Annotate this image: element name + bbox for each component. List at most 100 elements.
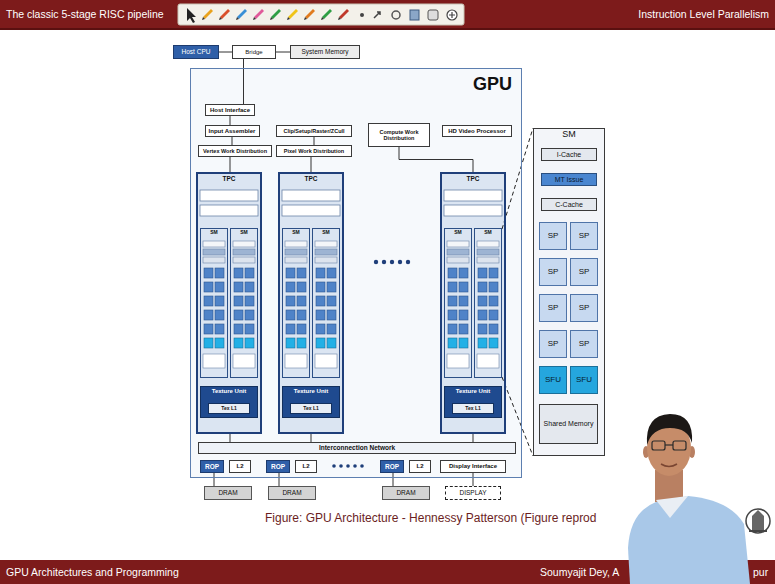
box-label: Input Assembler <box>208 128 257 135</box>
box-label: SM <box>453 230 463 236</box>
sm-core-grid <box>233 241 255 368</box>
sm-mini-box: SM <box>282 228 310 378</box>
presenter-video <box>665 444 673 445</box>
box-label: SP <box>578 232 591 241</box>
annotation-toolbar <box>219 9 230 20</box>
ellipsis-dots <box>353 464 357 468</box>
input-assembler-box: Input Assembler <box>205 125 260 137</box>
annotation-toolbar <box>338 9 349 20</box>
box-label: DISPLAY <box>459 489 488 496</box>
sp-core-box: SP <box>539 258 567 286</box>
tpc-cluster: TPC SM SM Texture UnitTex L1 <box>440 172 506 434</box>
sp-core-box: SP <box>570 222 598 250</box>
ellipsis-dots <box>346 464 350 468</box>
tpc-background <box>196 172 262 434</box>
box-label: Display Interface <box>448 463 498 470</box>
annotation-toolbar <box>447 10 457 20</box>
box-label: L2 <box>301 463 310 470</box>
annotation-toolbar <box>374 12 380 18</box>
presenter-credit: Soumyajit Dey, A <box>540 566 619 579</box>
vertex-work-distribution-box: Vertex Work Distribution <box>198 145 272 157</box>
dram-chip: DRAM <box>204 486 252 500</box>
presenter-video <box>673 441 686 450</box>
tpc-background <box>278 172 344 434</box>
annotation-toolbar <box>392 11 400 19</box>
box-label: Tex L1 <box>220 406 237 412</box>
sm-mini-box: SM <box>200 228 228 378</box>
interconnect-bar: Interconnection Network <box>198 442 516 454</box>
rop-box: ROP <box>200 460 224 473</box>
l2-cache-box: L2 <box>409 460 431 473</box>
box-label: SP <box>547 268 560 277</box>
instruction-cache-box: I-Cache <box>541 148 597 161</box>
compute-work-distribution-box: Compute Work Distribution <box>368 123 430 147</box>
box-label: ROP <box>270 463 286 470</box>
tpc-background <box>444 205 502 216</box>
tpc-background <box>282 190 340 201</box>
l2-cache-box: L2 <box>229 460 251 473</box>
annotation-toolbar <box>178 4 464 25</box>
connector-line <box>311 434 312 442</box>
presenter-video <box>628 414 750 584</box>
gpu-background <box>190 68 522 478</box>
sm-mini-box: SM <box>312 228 340 378</box>
tpc-background <box>200 205 258 216</box>
tpc-cluster: TPCSMSMTexture UnitTex L1 <box>278 172 344 434</box>
box-label: Clip/Setup/Raster/ZCull <box>282 128 345 134</box>
connector-line <box>230 157 231 172</box>
dram-chip: DRAM <box>382 486 430 500</box>
video-processor-box: HD Video Processor <box>442 125 512 137</box>
box-label: Interconnection Network <box>318 444 396 451</box>
slide-header: The classic 5-stage RISC pipeline <box>6 8 164 21</box>
sm-core-grid <box>447 241 469 368</box>
title-bar <box>0 0 775 30</box>
box-label: Tex L1 <box>464 406 481 412</box>
sp-core-box: SP <box>539 330 567 358</box>
sp-core-box: SP <box>539 222 567 250</box>
connector-line <box>230 434 231 442</box>
sm-mini-box: SM <box>474 228 502 378</box>
connector-line <box>279 473 280 486</box>
box-label: SM <box>483 230 493 236</box>
tpc-background <box>282 205 340 216</box>
texture-cache-box: Tex L1 <box>208 403 250 414</box>
tpc-cluster: TPCSMSMTexture UnitTex L1 <box>196 172 262 434</box>
box-label: L2 <box>415 463 424 470</box>
sm-mini-box: SM <box>444 228 472 378</box>
sp-core-box: SP <box>570 258 598 286</box>
presenter-video <box>652 441 665 450</box>
gpu-chip-box: GPUHost InterfaceInput AssemblerVertex W… <box>190 68 522 478</box>
texture-unit-band: Texture UnitTex L1 <box>444 386 502 418</box>
box-label: C-Cache <box>554 201 584 209</box>
box-label: TPC <box>466 175 481 182</box>
box-label: SP <box>578 304 591 313</box>
host-interface-box: Host Interface <box>205 104 255 116</box>
box-label: HD Video Processor <box>447 128 507 135</box>
box-label: Tex L1 <box>302 406 319 412</box>
annotation-toolbar <box>410 10 419 20</box>
sm-core-grid <box>315 241 337 368</box>
sm-detail-panel: SMI-CacheMT IssueC-CacheSPSPSPSPSPSPSPSP… <box>533 128 605 456</box>
connector-line <box>473 473 474 486</box>
title-bar <box>0 28 775 30</box>
texture-unit-band: Texture UnitTex L1 <box>200 386 258 418</box>
sm-core-grid <box>203 241 225 368</box>
box-label: Texture Unit <box>211 388 248 395</box>
sfu-box: SFU <box>539 366 567 394</box>
box-label: Host Interface <box>209 107 251 114</box>
host-cpu-box: Host CPU <box>173 45 219 59</box>
rop-box: ROP <box>380 460 404 473</box>
annotation-toolbar <box>187 8 196 23</box>
ellipsis-dots <box>339 464 343 468</box>
texture-cache-box: Tex L1 <box>452 403 494 414</box>
box-label: MT Issue <box>554 176 585 184</box>
annotation-toolbar <box>270 9 281 20</box>
box-label: Texture Unit <box>293 388 330 395</box>
ellipsis-dots <box>398 260 402 264</box>
rop-box: ROP <box>266 460 290 473</box>
box-label: SM <box>561 130 577 140</box>
constant-cache-box: C-Cache <box>541 198 597 211</box>
l2-cache-box: L2 <box>295 460 317 473</box>
connector-line <box>399 147 473 172</box>
